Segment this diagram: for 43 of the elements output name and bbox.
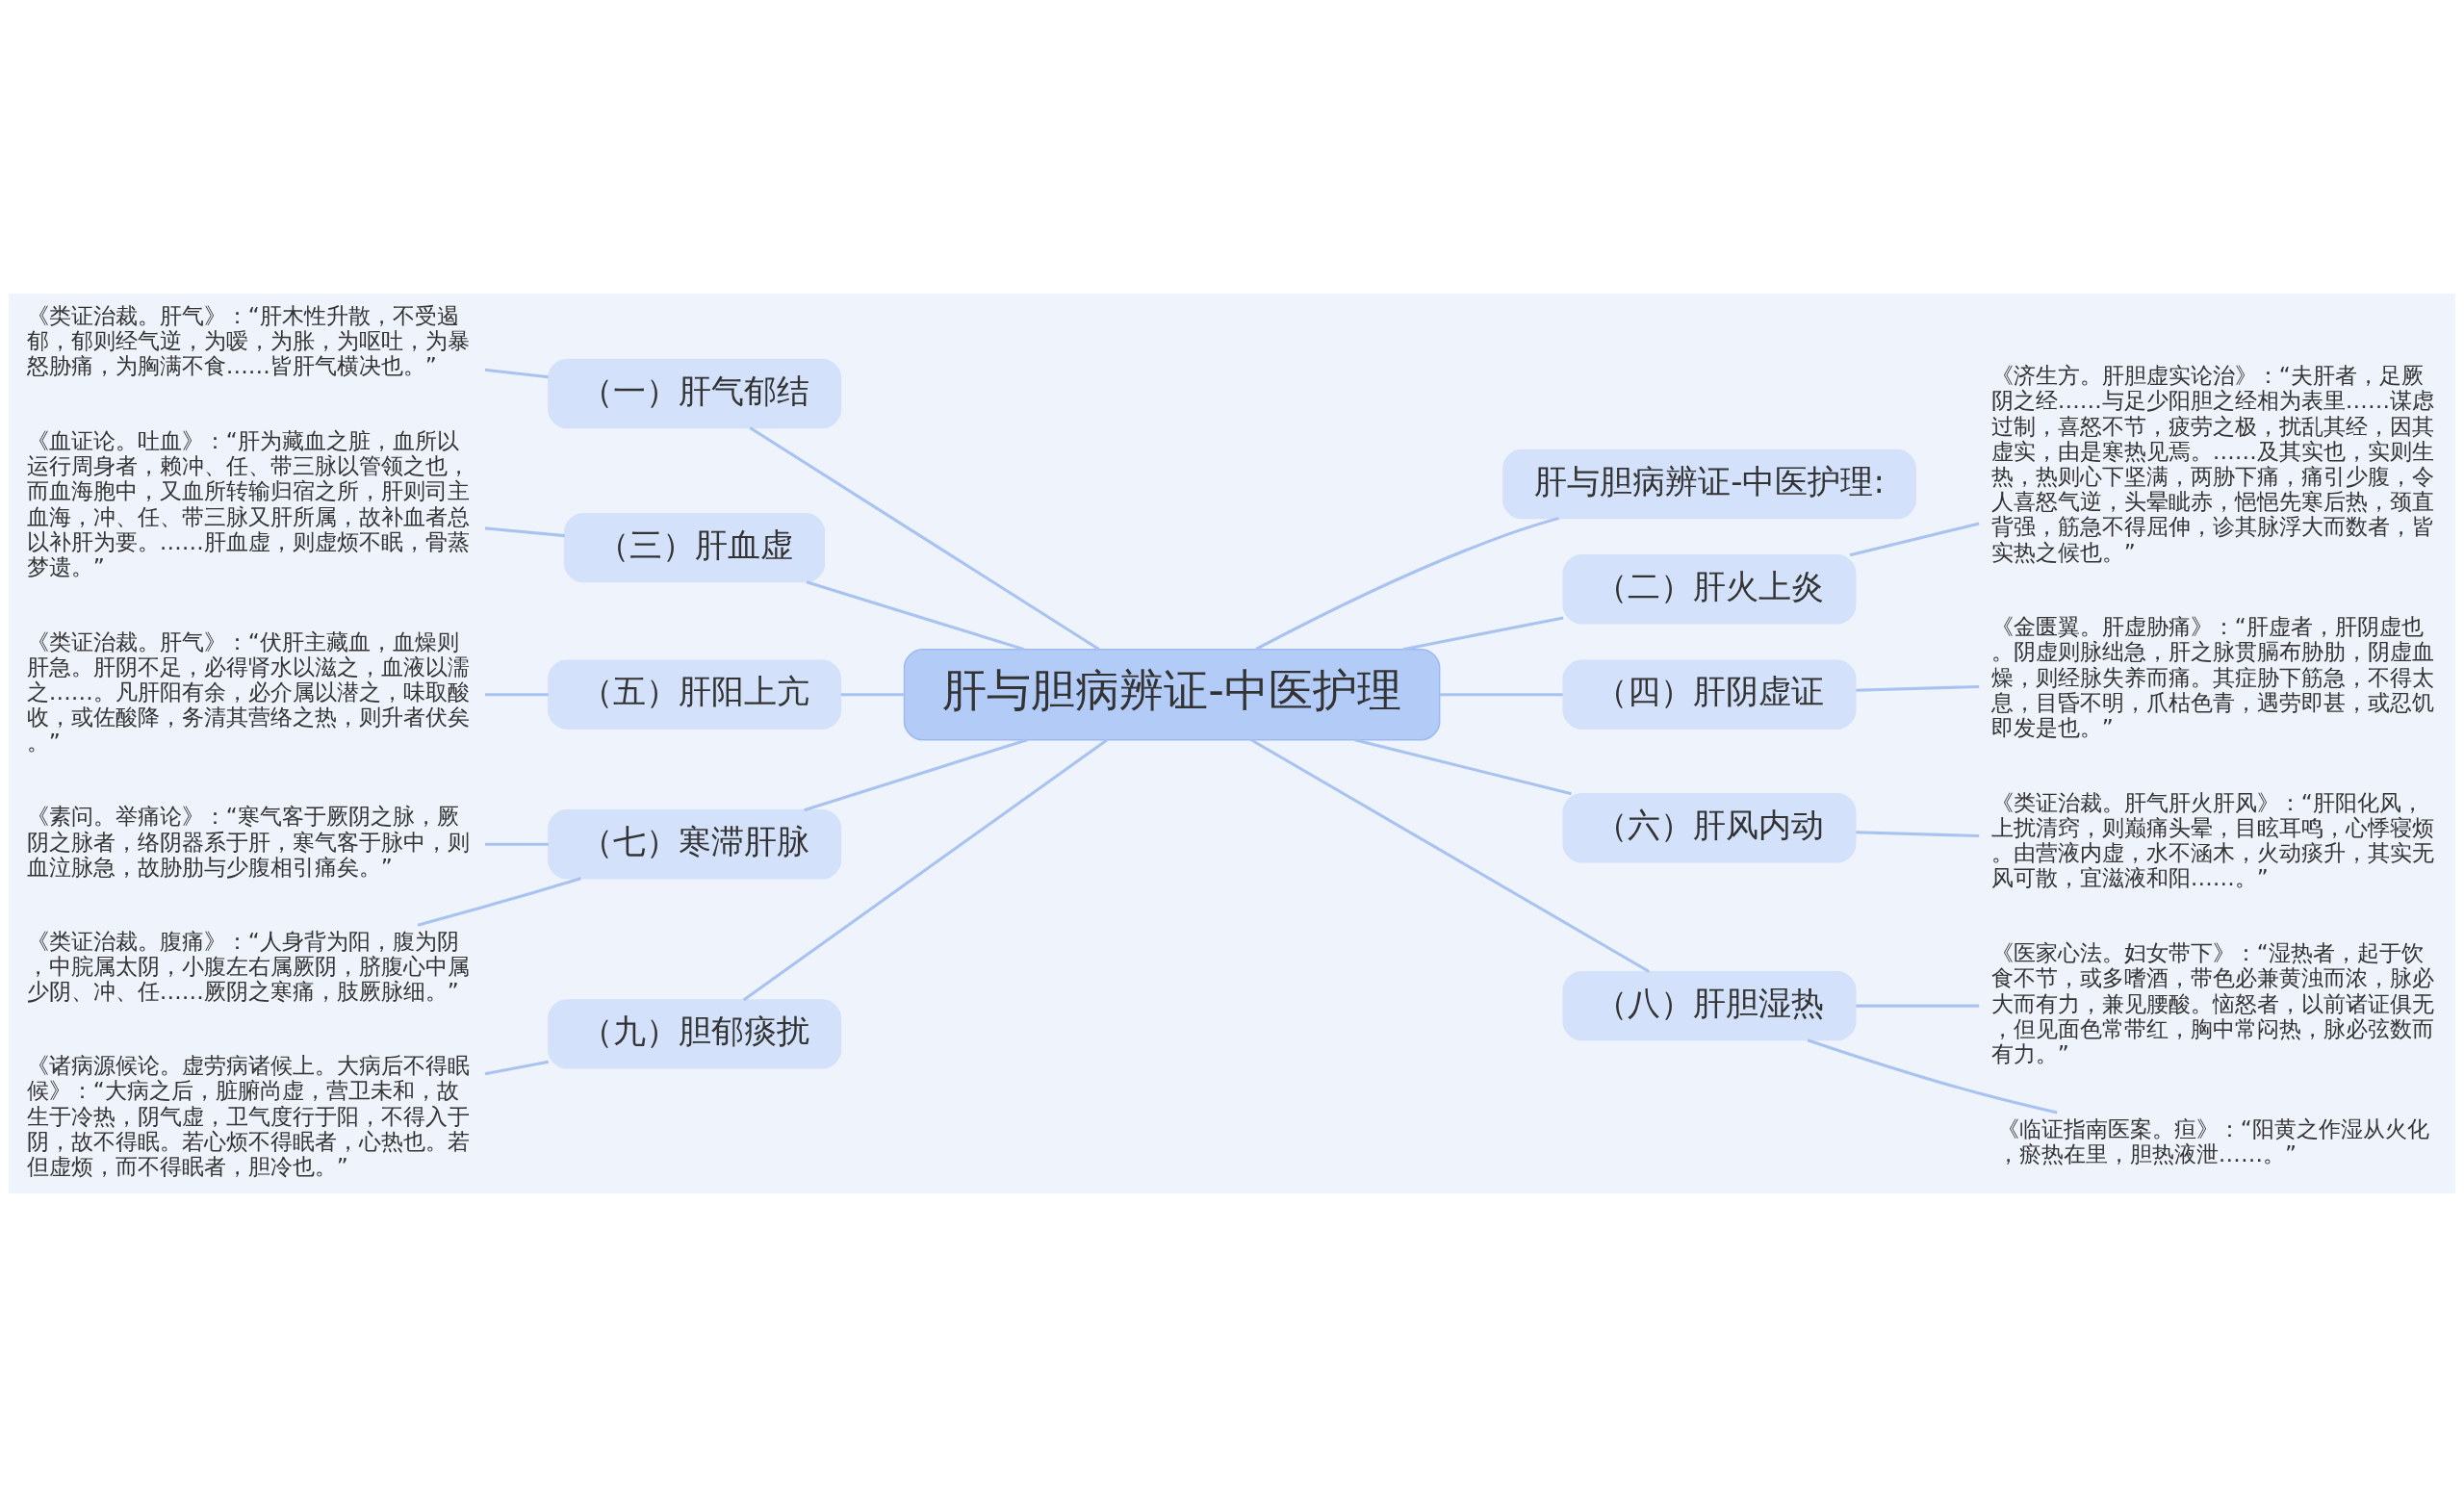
connector (1354, 737, 1572, 795)
connector (1250, 737, 1651, 973)
connector (749, 425, 1100, 651)
node-text: 《类证治裁。肝气肝火肝风》：“肝阳化风，上扰清窍，则巅痛头晕，目眩耳鸣，心悸寝烦。由营液内虚，水不涵木，火动痰升，其实无风可散，宜滋液和阳……。” (1990, 789, 2434, 890)
connector (1402, 615, 1564, 651)
node-box: 肝与胆病辨证-中医护理: (1502, 448, 1916, 519)
connector (1856, 1004, 1980, 1008)
node-text: 《金匮翼。肝虚胁痛》：“肝虚者，肝阴虚也。阴虚则脉绌急，肝之脉贯膈布胁肋，阴虚血燥，则经脉失养而痛。其症胁下筋急，不得太息，目昏不明，爪枯色青，遇劳即甚，或忍饥即发是也。” (1990, 613, 2434, 740)
node-text: 《诸病源候论。虚劳病诸候上。大病后不得眠候》：“大病之后，脏腑尚虚，营卫未和，故生于冷热，阴气虚，卫气度行于阳，不得入于阴，故不得眠。若心烦不得眠者，心热也。若但虚烦，而不得眠者，胆冷也。” (26, 1052, 470, 1179)
connector (484, 368, 549, 378)
connector (1856, 830, 1980, 837)
node-text: 《医家心法。妇女带下》：“湿热者，起于饮食不节，或多嗜酒，带色必兼黄浊而浓，脉必大而有力，兼见腰酸。恼怒者，以前诸证俱无，但见面色常带红，胸中常闷热，脉必弦数而有力。” (1990, 939, 2434, 1066)
node-box: （六）肝风内动 (1562, 792, 1857, 862)
connector (484, 525, 565, 537)
node-box: （七）寒滞肝脉 (548, 808, 842, 879)
connector (1807, 1038, 2058, 1114)
node-text: 《济生方。肝胆虚实论治》：“夫肝者，足厥阴之经……与足少阳胆之经相为表里……谋虑过制，喜怒不节，疲劳之极，扰乱其经，因其虚实，由是寒热见焉。……及其实也，实则生热，热则心下坚满，两胁下痛，痛引少腹，令人喜怒气逆，头晕眦赤，悒悒先寒后热，颈直背强，筋急不得屈伸，诊其脉浮大而数者，皆实热之候也。” (1990, 362, 2435, 564)
connector (1849, 522, 1980, 556)
node-text: 《类证治裁。腹痛》：“人身背为阳，腹为阴，中脘属太阴，小腹左右属厥阴，脐腹心中属少阴、冲、任……厥阴之寒痛，肢厥脉细。” (26, 928, 470, 1004)
node-text: 《血证论。吐血》：“肝为藏血之脏，血所以运行周身者，赖冲、任、带三脉以管领之也，而血海胞中，又血所转输归宿之所，肝则司主血海，冲、任、带三脉又肝所属，故补血者总以补肝为要。……肝血虚，则虚烦不眠，骨蒸梦遗。” (26, 427, 470, 579)
node-text: 《类证治裁。肝气》：“肝木性升散，不受遏郁，郁则经气逆，为嗳，为胀，为呕吐，为暴怒胁痛，为胸满不食……皆肝气横决也。” (26, 302, 470, 378)
node-text: 《临证指南医案。疸》：“阳黄之作湿从火化，瘀热在里，胆热液泄……。” (1996, 1115, 2429, 1166)
connector (1856, 684, 1980, 692)
connector (742, 738, 1109, 1001)
node-text: 《类证治裁。肝气》：“伏肝主藏血，血燥则肝急。肝阴不足，必得肾水以滋之，血液以濡之……。凡肝阳有余，必介属以潜之，味取酸收，或佐酸降，务清其营络之热，则升者伏矣。” (26, 628, 470, 755)
node-box: （五）肝阳上亢 (548, 658, 842, 730)
connector (485, 692, 549, 696)
node-box: （三）肝血虚 (564, 512, 826, 582)
node-box: （八）肝胆湿热 (1562, 970, 1857, 1040)
node-box: （二）肝火上炎 (1562, 553, 1857, 624)
connector (417, 876, 581, 927)
connector (806, 579, 1025, 651)
connector (804, 737, 1028, 811)
connector (1440, 692, 1563, 696)
connector (485, 842, 549, 846)
node-box: （九）胆郁痰扰 (548, 998, 842, 1069)
node-text: 《素问。举痛论》：“寒气客于厥阴之脉，厥阴之脉者，络阴器系于肝，寒气客于脉中，则血泣脉急，故胁肋与少腹相引痛矣。” (26, 803, 470, 880)
node-box: （四）肝阴虚证 (1562, 658, 1857, 730)
node-box: （一）肝气郁结 (548, 358, 842, 428)
node-box: 肝与胆病辨证-中医护理 (903, 648, 1441, 740)
connector (840, 692, 905, 696)
connector (484, 1060, 550, 1075)
connector (1255, 516, 1559, 651)
